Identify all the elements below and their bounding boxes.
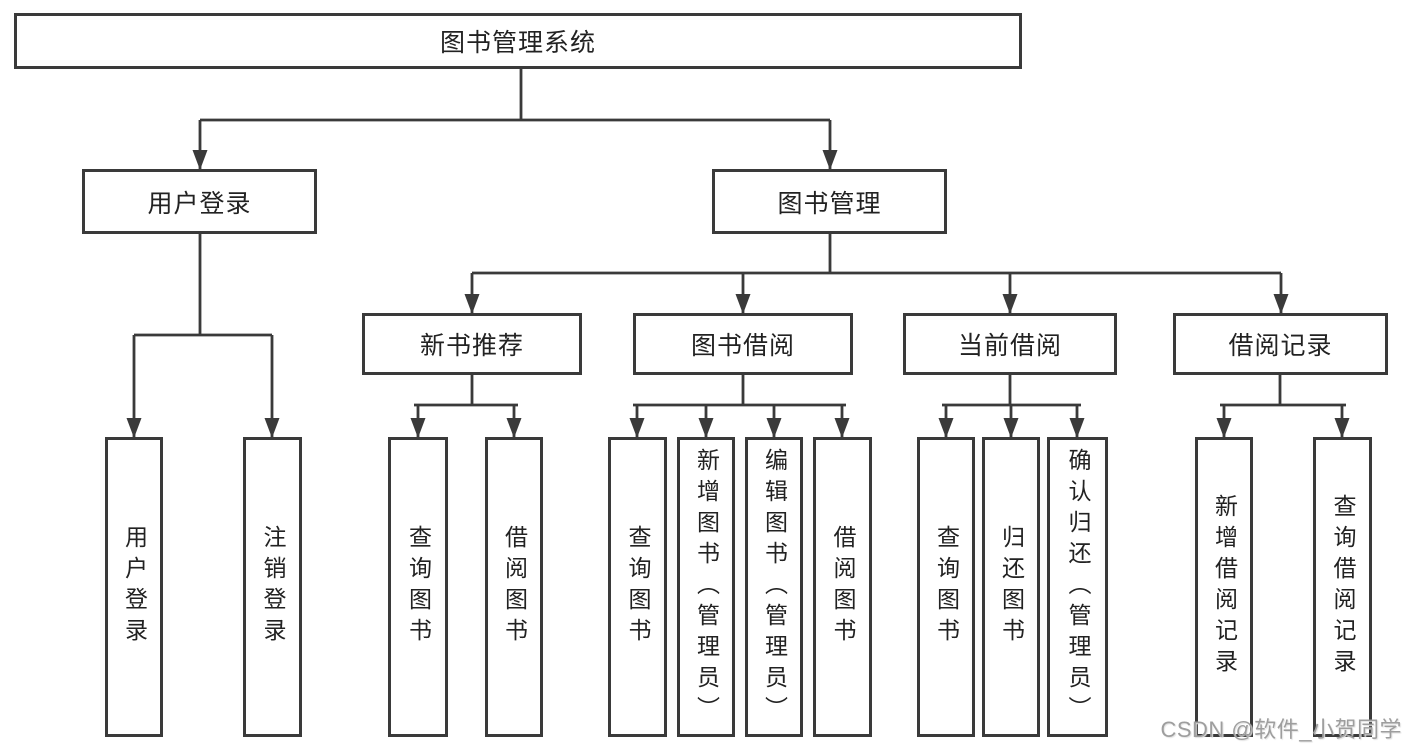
leaf-current-return-books: 归还图书 <box>982 437 1040 737</box>
node-borrowing-records-label: 借阅记录 <box>1228 332 1333 360</box>
trunk-lines <box>134 69 1346 407</box>
watermark: CSDN @软件_小贺同学 <box>1160 717 1402 742</box>
node-root-label: 图书管理系统 <box>439 29 596 57</box>
leaf-borrowing-edit-book-admin-label: 编辑图书（管理员） <box>761 447 788 727</box>
node-borrowing-records: 借阅记录 <box>1173 313 1388 375</box>
node-book-borrowing: 图书借阅 <box>633 313 853 375</box>
leaf-logout-label: 注销登录 <box>260 525 286 649</box>
node-book-borrowing-label: 图书借阅 <box>690 332 795 360</box>
node-user-login-branch-label: 用户登录 <box>147 189 252 218</box>
leaf-records-query-record: 查询借阅记录 <box>1313 437 1372 737</box>
leaf-borrowing-query-books-label: 查询图书 <box>625 525 651 649</box>
node-root: 图书管理系统 <box>14 13 1022 69</box>
leaf-newbook-query-books: 查询图书 <box>388 437 448 737</box>
node-current-borrowing-label: 当前借阅 <box>957 332 1062 360</box>
leaf-borrowing-edit-book-admin: 编辑图书（管理员） <box>745 437 803 737</box>
node-book-management-branch-label: 图书管理 <box>777 189 882 218</box>
leaf-current-query-books-label: 查询图书 <box>933 525 960 649</box>
leaf-newbook-borrow-books: 借阅图书 <box>485 437 543 737</box>
node-user-login-branch: 用户登录 <box>82 169 317 234</box>
node-new-book-recommend-label: 新书推荐 <box>419 332 524 360</box>
leaf-user-login-label: 用户登录 <box>121 525 148 649</box>
leaf-borrowing-add-book-admin: 新增图书（管理员） <box>677 437 735 737</box>
leaf-records-add-record-label: 新增借阅记录 <box>1211 494 1238 680</box>
leaf-borrowing-borrow-books: 借阅图书 <box>813 437 872 737</box>
leaf-logout: 注销登录 <box>243 437 302 737</box>
leaf-current-confirm-return-admin: 确认归还（管理员） <box>1047 437 1108 737</box>
leaf-current-return-books-label: 归还图书 <box>998 525 1025 649</box>
node-book-management-branch: 图书管理 <box>712 169 947 234</box>
node-current-borrowing: 当前借阅 <box>903 313 1117 375</box>
leaf-current-confirm-return-admin-label: 确认归还（管理员） <box>1065 447 1091 727</box>
leaf-records-query-record-label: 查询借阅记录 <box>1330 494 1356 680</box>
leaf-current-query-books: 查询图书 <box>917 437 975 737</box>
leaf-user-login: 用户登录 <box>105 437 163 737</box>
leaf-newbook-query-books-label: 查询图书 <box>405 525 432 649</box>
leaf-borrowing-query-books: 查询图书 <box>608 437 667 737</box>
leaf-borrowing-add-book-admin-label: 新增图书（管理员） <box>693 447 720 727</box>
leaf-records-add-record: 新增借阅记录 <box>1195 437 1253 737</box>
node-new-book-recommend: 新书推荐 <box>362 313 582 375</box>
leaf-newbook-borrow-books-label: 借阅图书 <box>501 525 528 649</box>
leaf-borrowing-borrow-books-label: 借阅图书 <box>830 525 856 649</box>
